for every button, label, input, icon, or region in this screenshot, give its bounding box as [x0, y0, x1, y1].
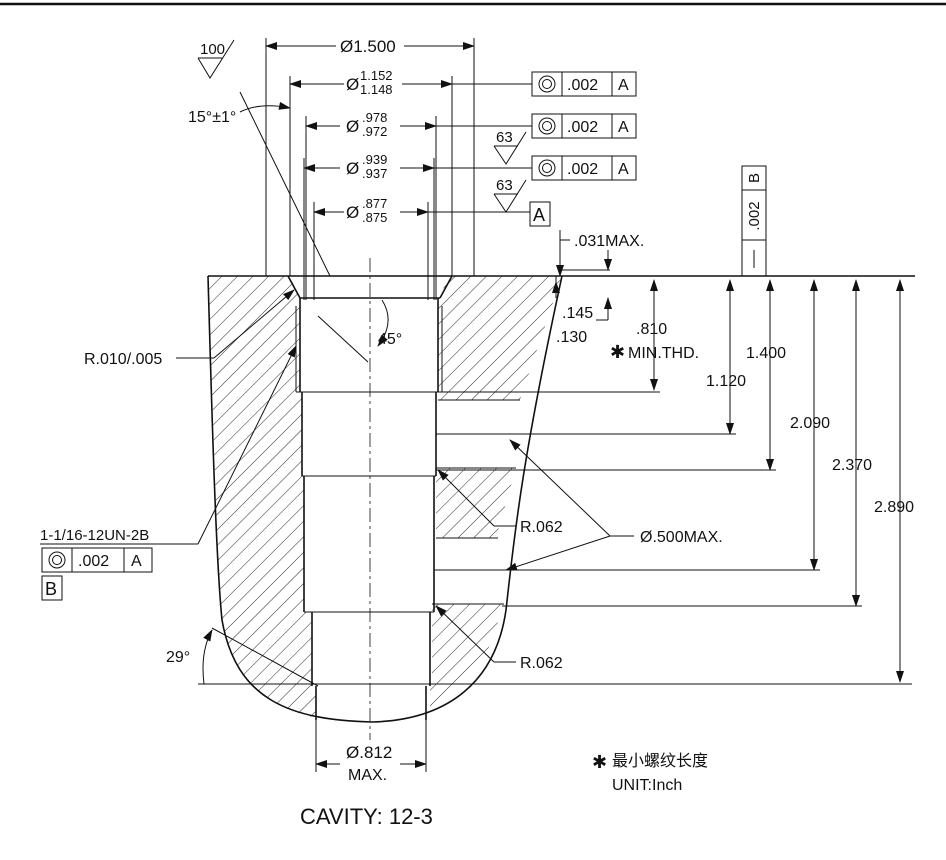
- finish-63a: 63: [496, 129, 513, 146]
- datum-a-label: A: [533, 205, 545, 225]
- thread-fcf-tol: .002: [78, 553, 109, 570]
- dim-dia-1148: 1.148: [360, 82, 393, 97]
- finish-100: 100: [200, 41, 225, 58]
- dim-810: .810: [636, 321, 667, 338]
- dim-dia-877: .877: [362, 196, 387, 211]
- dim-min-thd: MIN.THD.: [628, 345, 699, 362]
- fcf-2-tol: .002: [567, 119, 598, 136]
- surface-finish-2: 63: [493, 129, 527, 165]
- fcf-2-ref: A: [618, 119, 629, 136]
- dim-145: .145: [562, 305, 593, 322]
- angle-15: 15°±1°: [188, 109, 236, 126]
- dim-dia-875: .875: [362, 210, 387, 225]
- dim-dia-1152: 1.152: [360, 68, 393, 83]
- fcf-3: .002 A: [531, 155, 637, 181]
- datum-a: A: [529, 201, 551, 227]
- dim-dia-500max: Ø.500MAX.: [640, 529, 723, 546]
- concentricity-icon: [538, 117, 556, 135]
- concentricity-icon: [538, 159, 556, 177]
- dim-dia-978: .978: [362, 110, 387, 125]
- fcf-1-tol: .002: [567, 77, 598, 94]
- notes: ✱ 最小螺纹长度 UNIT:Inch: [592, 752, 708, 794]
- diameter-dims: Ø1.500 Ø 1.152 1.148 Ø .978 .972 Ø .939 …: [265, 37, 532, 300]
- finish-63b: 63: [496, 177, 513, 194]
- thread-fcf-ref: A: [131, 553, 142, 570]
- concentricity-icon: [538, 75, 556, 93]
- dim-dia-972: .972: [362, 124, 387, 139]
- star-symbol: ✱: [610, 342, 625, 362]
- dim-130: .130: [556, 329, 587, 346]
- chamfer-angle: 15°±1°: [188, 91, 331, 277]
- bottom-diameter: Ø.812 MAX.: [315, 720, 427, 784]
- fcf-1: .002 A: [531, 71, 637, 97]
- dim-dia-937: .937: [362, 166, 387, 181]
- callouts: R.010/.005 Ø.500MAX. R.062 R.062 1-1/16-…: [40, 289, 723, 687]
- note-star: ✱: [592, 752, 607, 772]
- angle-45: 45°: [378, 331, 402, 348]
- caption: CAVITY: 12-3: [300, 804, 433, 829]
- thread-spec: 1-1/16-12UN-2B: [40, 527, 149, 544]
- dim-dia-1500: Ø1.500: [340, 37, 396, 56]
- vertical-dims: .031MAX. .145 .130 .810 ✱ MIN.THD. 1.120…: [434, 230, 914, 683]
- dim-2890: 2.890: [874, 499, 914, 516]
- countersink-angle: 45°: [317, 299, 402, 363]
- angle-29: 29°: [166, 649, 190, 666]
- fcf-2: .002 A: [531, 113, 637, 139]
- dia-symbol-1: Ø: [346, 75, 359, 94]
- surface-finish-1: 100: [197, 39, 235, 79]
- surface-finish-3: 63: [493, 177, 527, 213]
- datum-b-vert: B: [746, 173, 763, 183]
- dia-symbol-3: Ø: [346, 159, 359, 178]
- dim-812-max: MAX.: [348, 767, 387, 784]
- dia-symbol-2: Ø: [346, 117, 359, 136]
- hatched-body: [208, 276, 562, 718]
- note-unit: UNIT:Inch: [612, 777, 682, 794]
- dim-2090: 2.090: [790, 415, 830, 432]
- radius-010: R.010/.005: [84, 351, 162, 368]
- datum-b-label: B: [45, 579, 57, 599]
- fcf-3-ref: A: [618, 161, 629, 178]
- datum-b-tol: .002: [746, 201, 763, 230]
- note-min-thread: 最小螺纹长度: [612, 752, 708, 770]
- dim-1120: 1.120: [706, 373, 746, 390]
- dia-symbol-4: Ø: [346, 203, 359, 222]
- dim-dia-812: Ø.812: [346, 743, 392, 762]
- bore-profile: [198, 258, 912, 740]
- dim-2370: 2.370: [832, 457, 872, 474]
- dim-dia-939: .939: [362, 152, 387, 167]
- datum-b-frame: B .002: [741, 165, 767, 276]
- radius-062a: R.062: [520, 519, 563, 536]
- fcf-3-tol: .002: [567, 161, 598, 178]
- concentricity-icon: [48, 551, 66, 569]
- fcf-1-ref: A: [618, 77, 629, 94]
- radius-062b: R.062: [520, 655, 563, 672]
- dim-1400: 1.400: [746, 345, 786, 362]
- dim-031max: .031MAX.: [574, 233, 644, 250]
